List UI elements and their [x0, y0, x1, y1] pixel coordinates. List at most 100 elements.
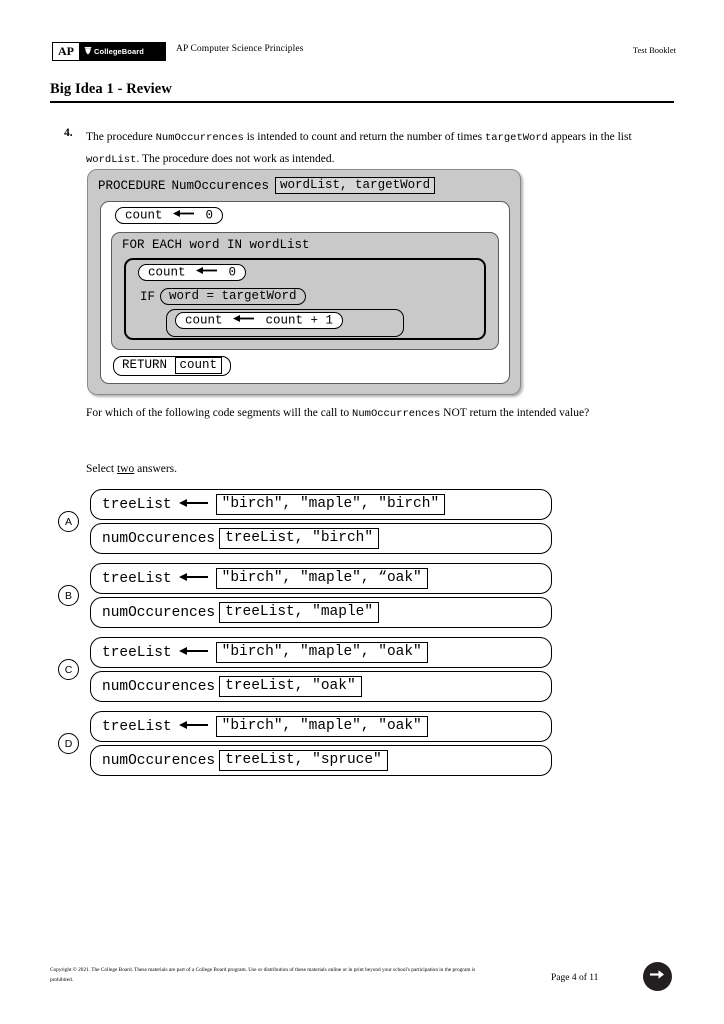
- choice-a-list-literal: "birch", "maple", "birch": [215, 494, 446, 515]
- choice-bubble-b[interactable]: B: [58, 585, 79, 606]
- choice-a-var: treeList: [102, 496, 172, 513]
- return-value: count: [174, 357, 223, 374]
- reset-count-value: 0: [228, 265, 237, 280]
- choice-c-call: numOccurences treeList, "oak": [102, 676, 362, 697]
- page-number: Page 4 of 11: [551, 973, 599, 983]
- stem-code-targetword: targetWord: [484, 132, 548, 144]
- acorn-icon: [84, 46, 92, 57]
- if-condition: word = targetWord: [160, 288, 306, 305]
- title-divider: [50, 101, 674, 103]
- choice-d-call-name: numOccurences: [102, 752, 216, 769]
- choice-d-row-2: numOccurences treeList, "spruce": [90, 745, 552, 776]
- page-title: Big Idea 1 - Review: [50, 81, 172, 97]
- assignment-arrow-icon: [178, 645, 209, 661]
- statement-increment-count: count count + 1: [175, 312, 344, 330]
- select-emphasis: two: [116, 463, 135, 475]
- choice-c-call-name: numOccurences: [102, 678, 216, 695]
- foreach-block: FOR EACH word IN wordList count 0 IF wor…: [111, 232, 499, 350]
- stem-text-1: The procedure: [86, 131, 156, 143]
- arrow-right-circle-icon: [649, 966, 666, 988]
- choice-b-call-args: treeList, "maple": [219, 602, 380, 623]
- select-instruction: Select two answers.: [86, 463, 177, 475]
- choice-bubble-c[interactable]: C: [58, 659, 79, 680]
- question-stem: The procedure NumOccurrences is intended…: [86, 127, 672, 171]
- tail-text-1: For which of the following code segments…: [86, 407, 353, 419]
- statement-reset-count: count 0: [138, 264, 247, 282]
- choice-d-var: treeList: [102, 718, 172, 735]
- choice-c-assignment: treeList "birch", "maple", "oak": [102, 642, 428, 663]
- init-count-value: 0: [205, 208, 214, 223]
- assignment-arrow-icon: [233, 313, 255, 327]
- choice-c-row-2: numOccurences treeList, "oak": [90, 671, 552, 702]
- choice-b-list-literal: "birch", "maple", “oak": [215, 568, 428, 589]
- next-page-button[interactable]: [643, 962, 672, 991]
- choice-b-call-name: numOccurences: [102, 604, 216, 621]
- collegeboard-wordmark: CollegeBoard: [79, 43, 165, 60]
- increment-count-var: count: [185, 313, 223, 328]
- procedure-parameters: wordList, targetWord: [275, 177, 436, 194]
- choice-a-row-2: numOccurences treeList, "birch": [90, 523, 552, 554]
- assignment-arrow-icon: [178, 571, 209, 587]
- ap-logo-text: AP: [53, 43, 79, 60]
- stem-code-numoccurrences: NumOccurrences: [155, 132, 244, 144]
- procedure-body: count 0 FOR EACH word IN wordList count …: [100, 201, 510, 384]
- question-number: 4.: [64, 127, 73, 139]
- statement-init-count: count 0: [115, 207, 224, 225]
- choice-bubble-a[interactable]: A: [58, 511, 79, 532]
- choice-b-call: numOccurences treeList, "maple": [102, 602, 380, 623]
- assignment-arrow-icon: [196, 265, 218, 279]
- choice-d-rows: treeList "birch", "maple", "oak" numOccu…: [90, 711, 552, 779]
- assignment-arrow-icon: [178, 497, 209, 513]
- choice-d-call: numOccurences treeList, "spruce": [102, 750, 388, 771]
- foreach-label: FOR EACH word IN wordList: [122, 238, 310, 252]
- choice-c-var: treeList: [102, 644, 172, 661]
- choice-c-rows: treeList "birch", "maple", "oak" numOccu…: [90, 637, 552, 705]
- reset-count-var: count: [148, 265, 186, 280]
- choice-bubble-d[interactable]: D: [58, 733, 79, 754]
- if-keyword: IF: [140, 289, 156, 304]
- collegeboard-label: CollegeBoard: [94, 47, 144, 56]
- select-suffix: answers.: [134, 463, 178, 475]
- stem-code-wordlist: wordList: [86, 154, 137, 166]
- return-keyword: RETURN: [122, 358, 168, 372]
- assignment-arrow-icon: [173, 208, 195, 222]
- return-statement: RETURN count: [113, 356, 232, 376]
- tail-code-numoccurrences: NumOccurrences: [352, 408, 441, 420]
- stem-text-3: appears in the list: [547, 131, 632, 143]
- choice-a-row-1: treeList "birch", "maple", "birch": [90, 489, 552, 520]
- copyright-notice: Copyright © 2021. The College Board. The…: [50, 967, 476, 983]
- choice-d-list-literal: "birch", "maple", "oak": [215, 716, 428, 737]
- choice-b-rows: treeList "birch", "maple", “oak" numOccu…: [90, 563, 552, 631]
- choice-a-rows: treeList "birch", "maple", "birch" numOc…: [90, 489, 552, 557]
- procedure-name: NumOccurences: [171, 178, 270, 193]
- if-body: count count + 1: [166, 309, 404, 337]
- question-prompt: For which of the following code segments…: [86, 403, 672, 425]
- procedure-header: PROCEDURE NumOccurences wordList, target…: [98, 177, 436, 194]
- stem-text-2: is intended to count and return the numb…: [243, 131, 485, 143]
- choice-d-assignment: treeList "birch", "maple", "oak": [102, 716, 428, 737]
- choice-c-list-literal: "birch", "maple", "oak": [215, 642, 428, 663]
- choice-c-row-1: treeList "birch", "maple", "oak": [90, 637, 552, 668]
- choice-c-call-args: treeList, "oak": [219, 676, 362, 697]
- foreach-body: count 0 IF word = targetWord count: [124, 258, 486, 340]
- choice-d-call-args: treeList, "spruce": [219, 750, 388, 771]
- if-statement: IF word = targetWord: [140, 288, 306, 305]
- init-count-var: count: [125, 208, 163, 223]
- collegeboard-logo: AP CollegeBoard: [52, 42, 166, 61]
- choice-a-call: numOccurences treeList, "birch": [102, 528, 380, 549]
- choice-a-assignment: treeList "birch", "maple", "birch": [102, 494, 446, 515]
- choice-b-assignment: treeList "birch", "maple", “oak": [102, 568, 428, 589]
- choice-b-row-1: treeList "birch", "maple", “oak": [90, 563, 552, 594]
- choice-b-row-2: numOccurences treeList, "maple": [90, 597, 552, 628]
- pseudocode-block: PROCEDURE NumOccurences wordList, target…: [87, 169, 521, 395]
- assignment-arrow-icon: [178, 719, 209, 735]
- choice-d-row-1: treeList "birch", "maple", "oak": [90, 711, 552, 742]
- select-prefix: Select: [86, 463, 117, 475]
- stem-text-4: . The procedure does not work as intende…: [136, 153, 335, 165]
- procedure-keyword: PROCEDURE: [98, 178, 166, 193]
- choice-b-var: treeList: [102, 570, 172, 587]
- increment-count-value: count + 1: [265, 313, 334, 328]
- choice-a-call-args: treeList, "birch": [219, 528, 380, 549]
- course-title: AP Computer Science Principles: [176, 44, 304, 54]
- tail-text-2: NOT return the intended value?: [440, 407, 590, 419]
